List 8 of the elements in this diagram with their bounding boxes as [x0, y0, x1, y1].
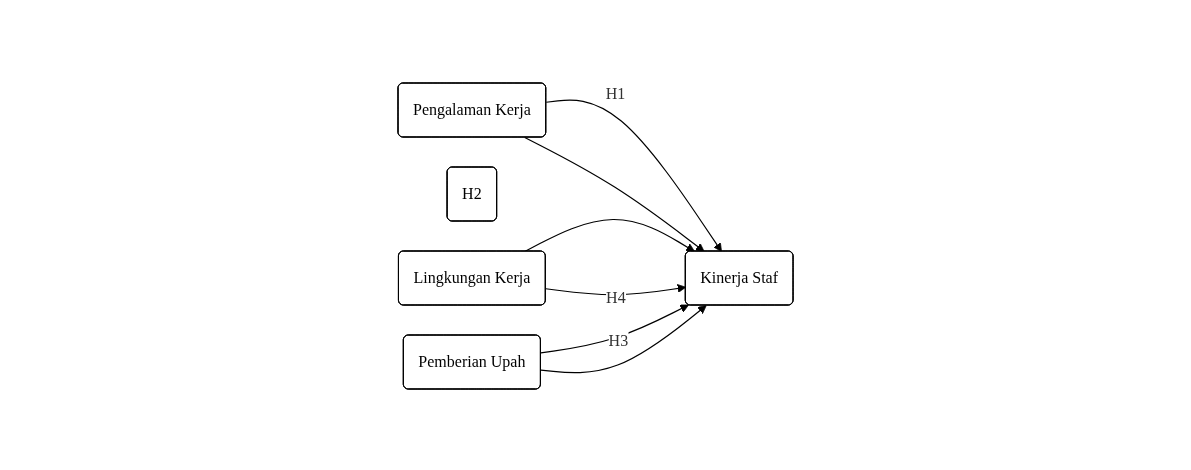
arrow	[524, 136, 705, 252]
arrow	[545, 283, 687, 295]
arrow	[545, 98, 722, 252]
arrow	[540, 304, 689, 354]
arrow	[540, 304, 707, 373]
edge-label: H1	[605, 84, 626, 102]
edge-label: H3	[608, 331, 629, 349]
edge-label: H4	[606, 288, 626, 306]
